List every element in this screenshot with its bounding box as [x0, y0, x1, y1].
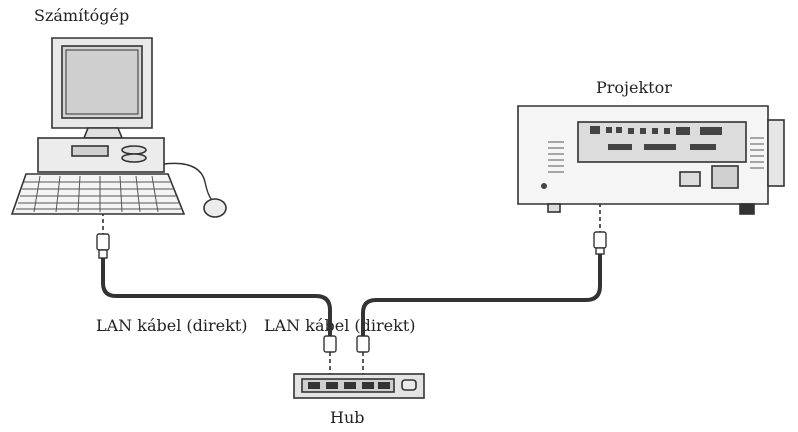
computer-label: Számítógép	[34, 6, 130, 25]
projector-label: Projektor	[596, 78, 672, 97]
lan-cable-left-label: LAN kábel (direkt)	[96, 316, 248, 335]
connector-projector	[593, 231, 607, 255]
lan-cable-computer	[101, 256, 332, 340]
lan-cable-projector	[361, 250, 602, 340]
hub-illustration	[293, 373, 425, 399]
hub-label: Hub	[330, 408, 365, 427]
connector-hub-left	[323, 335, 337, 353]
computer-illustration	[10, 37, 227, 218]
lan-cable-right-label: LAN kábel (direkt)	[264, 316, 416, 335]
projector-illustration	[517, 105, 785, 215]
connector-computer	[96, 233, 110, 259]
connector-hub-right	[356, 335, 370, 353]
